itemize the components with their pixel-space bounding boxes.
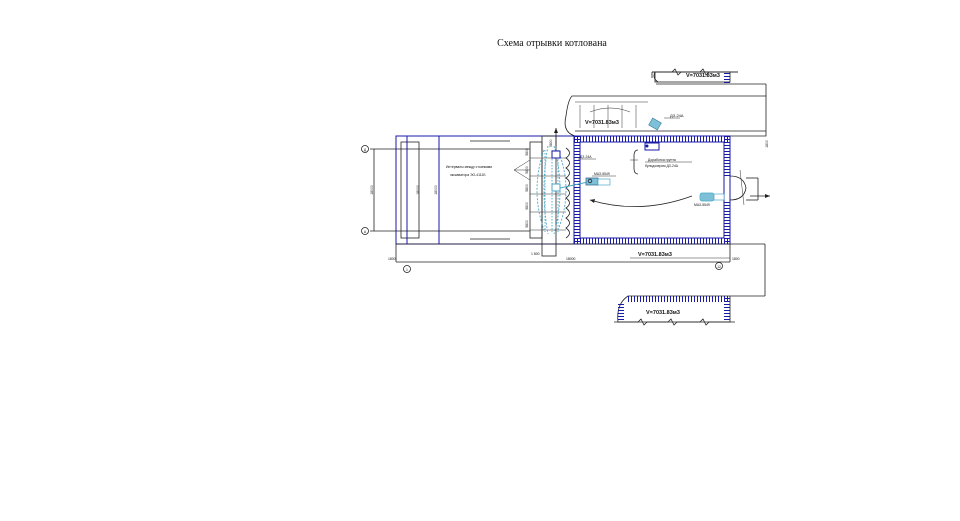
volume-label-mid: V=7031.83м3 <box>638 252 672 258</box>
stand-top-dim: 5800 <box>549 139 553 147</box>
stand-dim-1: 5800 <box>525 148 529 156</box>
dim-left-outer: 18000 <box>370 185 374 195</box>
dim-left-mid: 18000 <box>416 185 420 195</box>
dim-bottom-mid: 1 800 <box>531 252 540 256</box>
excavator-icon-mid <box>551 183 561 192</box>
bulldozer-small-label: ДЗ-24А <box>580 155 592 159</box>
excavator-working-zones <box>536 145 589 235</box>
pit-equipment: Доработка грунта бульдозером ДЗ-24А ДЗ-2… <box>578 142 725 208</box>
dim-bottom-main: 18000 <box>566 257 576 261</box>
volume-label-top: V=7031.83м3 <box>686 73 720 79</box>
bulldozer-inpit-icon <box>644 142 660 151</box>
spoil-heap-top-small: V=7031.83м3 <box>651 71 766 85</box>
excavator-note: Интервалы между стоянками экскаватора ЭО… <box>446 159 531 181</box>
spoil-heap-upper: V=7031.83м3 ДЗ-24А <box>564 95 767 137</box>
axis-marker-12 <box>715 262 723 270</box>
dim-bottom-left: 1800 <box>388 257 396 261</box>
dim-bottom-right: 1800 <box>732 257 740 261</box>
excavation-pit <box>573 135 770 245</box>
spoil-heap-bottom: V=7031.83м3 <box>614 295 735 326</box>
bulldozer-note-line2: бульдозером ДЗ-24А <box>645 164 679 168</box>
excavator-icon-top <box>551 150 561 159</box>
axis-marker-1 <box>403 265 411 273</box>
axis-label-d: Д <box>364 148 367 152</box>
truck-icon-2 <box>699 192 715 202</box>
drawing-title: Схема отрывки котлована <box>497 38 607 49</box>
volume-label-upper: V=7031.83м3 <box>585 120 619 126</box>
stand-dim-5: 5800 <box>525 220 529 228</box>
stand-dim-4: 5800 <box>525 202 529 210</box>
truck-label-2: МАЗ-5549 <box>694 203 710 207</box>
building-axes-grid: Д А 1 12 18000 18000 18000 1800 1 800 18… <box>361 84 769 273</box>
break-line-top <box>652 68 738 76</box>
volume-label-bottom: V=7031.83м3 <box>646 310 680 316</box>
spoil-heap-right: V=7031.83м3 <box>630 244 766 297</box>
axis-marker-d <box>361 145 369 153</box>
axis-marker-a <box>361 227 369 235</box>
stand-dim-3: 5800 <box>525 184 529 192</box>
truck-label-1: МАЗ-5549 <box>594 172 610 176</box>
dim-left-inner: 18000 <box>434 185 438 195</box>
excavator-note-line1: Интервалы между стоянками <box>446 165 492 169</box>
excavator-stands: 5800 5800 5800 5800 5800 5800 <box>525 128 570 257</box>
axis-label-12: 12 <box>717 265 721 269</box>
bulldozer-icon <box>648 117 662 131</box>
axis-label-1: 1 <box>406 268 408 272</box>
bulldozer-note-line1: Доработка грунта <box>648 158 676 162</box>
axis-label-a: А <box>364 230 367 234</box>
dim-right-side: 1800 <box>765 140 769 148</box>
bulldozer-label: ДЗ-24А <box>670 113 684 118</box>
excavator-note-line2: экскаватора ЭО-4111Б <box>450 173 486 177</box>
